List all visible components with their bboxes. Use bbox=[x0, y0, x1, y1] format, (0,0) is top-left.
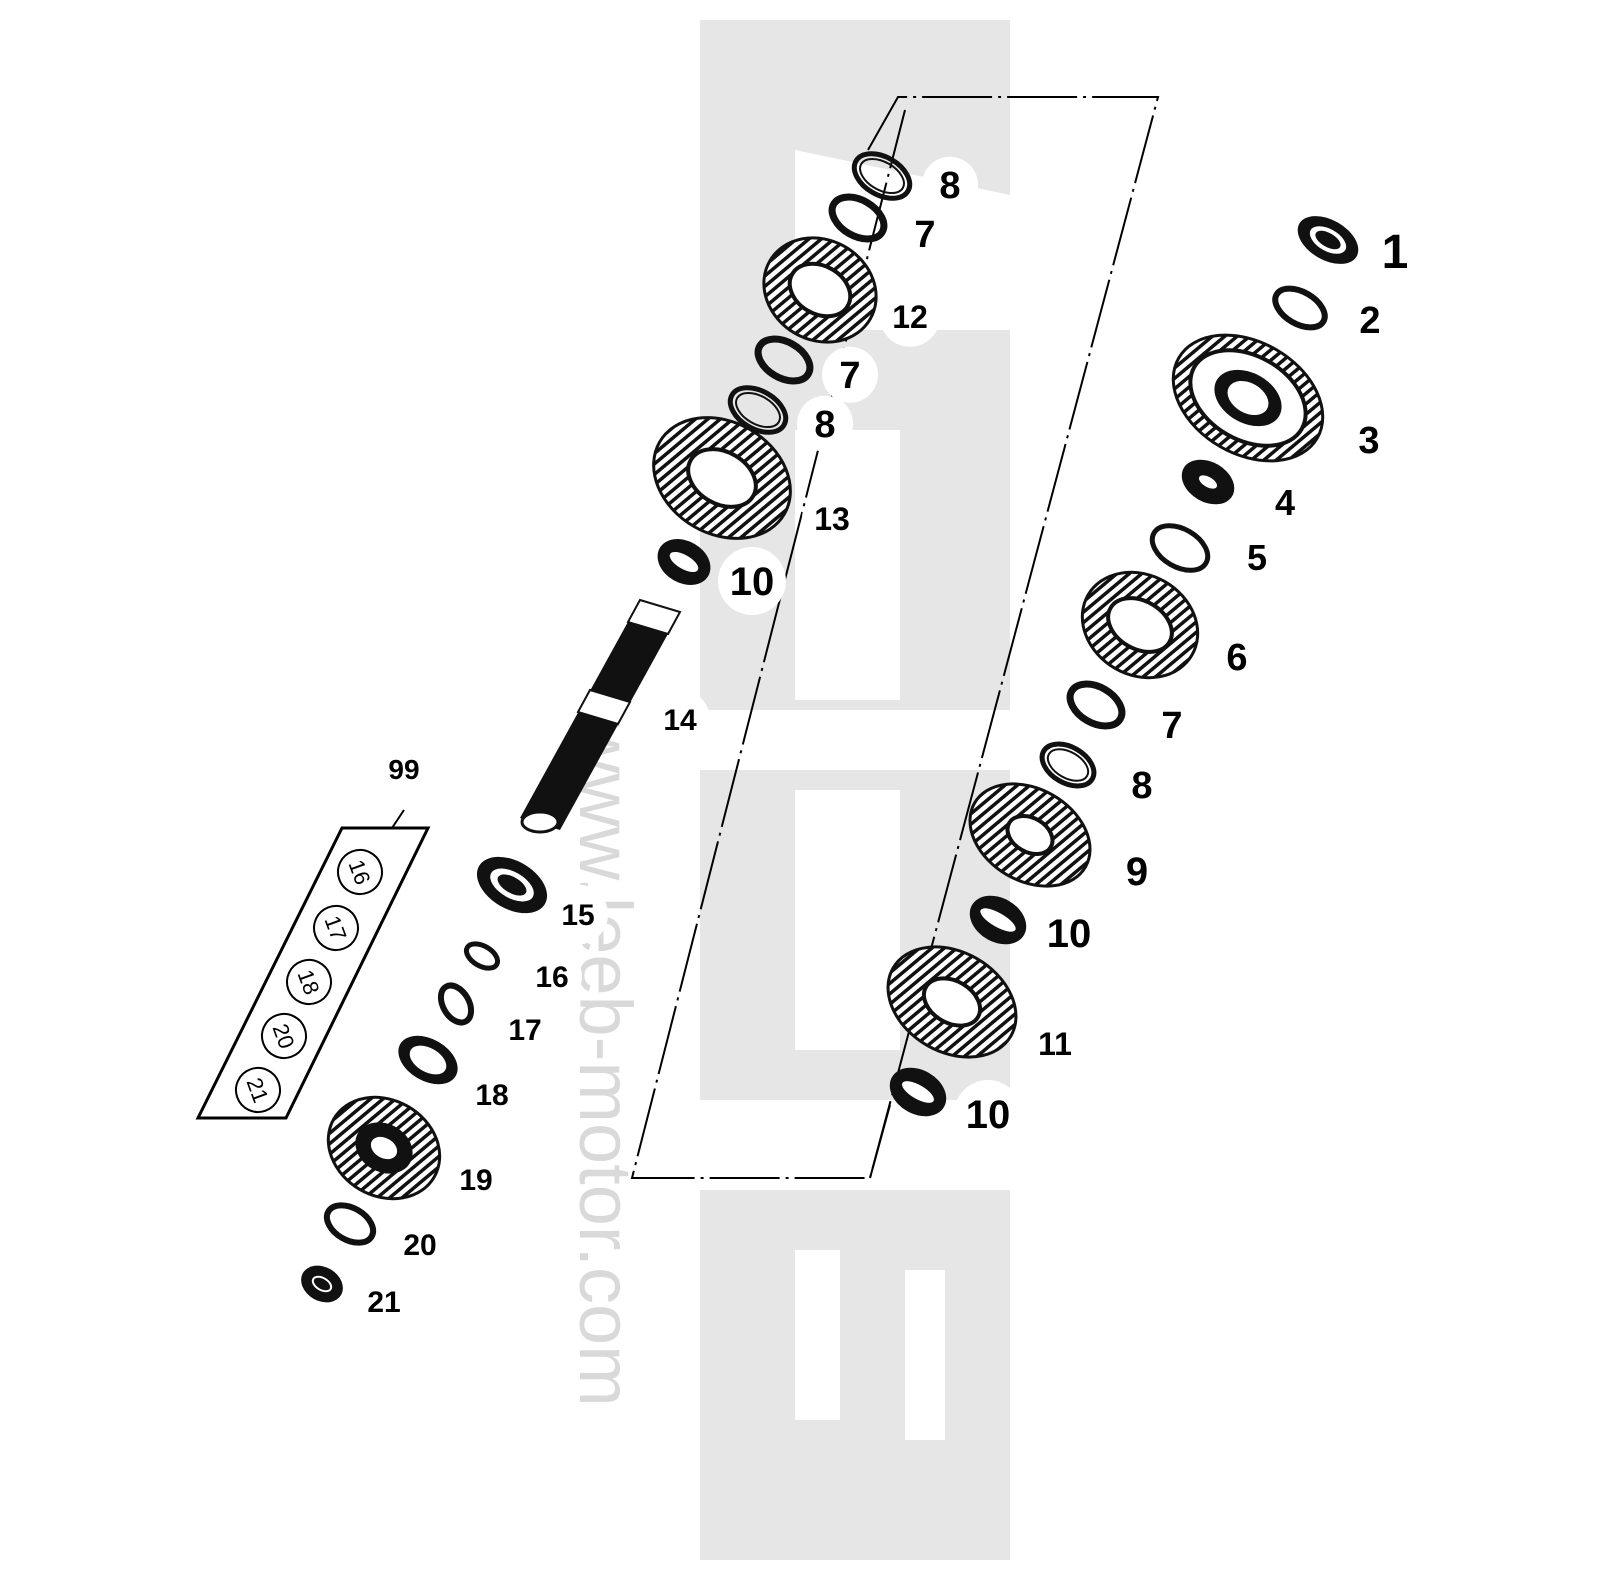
callout-number: 7 bbox=[1161, 705, 1182, 747]
kit-item-18: 18 bbox=[286, 959, 332, 1005]
callout-7: 7 bbox=[1144, 696, 1200, 753]
watermark-url: www.leeb-motor.com bbox=[564, 719, 647, 1407]
callout-13: 13 bbox=[802, 488, 862, 549]
callout-14: 14 bbox=[650, 689, 710, 750]
callout-number: 9 bbox=[1126, 850, 1148, 894]
callout-18: 18 bbox=[462, 1064, 522, 1125]
callout-8: 8 bbox=[797, 395, 853, 452]
callout-number: 10 bbox=[1047, 912, 1092, 956]
callout-10: 10 bbox=[1035, 899, 1103, 967]
part-8-ring-mid bbox=[727, 385, 789, 435]
part-10-bushing-top bbox=[657, 539, 711, 585]
callout-8: 8 bbox=[1114, 756, 1170, 813]
part-2-washer bbox=[1272, 285, 1328, 331]
callout-number: 2 bbox=[1359, 300, 1380, 342]
callout-17: 17 bbox=[495, 999, 555, 1060]
part-7-ring-top bbox=[828, 193, 888, 243]
callout-number: 7 bbox=[914, 214, 935, 256]
callout-1: 1 bbox=[1359, 215, 1431, 288]
callout-15: 15 bbox=[548, 884, 608, 945]
callout-5: 5 bbox=[1229, 529, 1285, 586]
callout-3: 3 bbox=[1337, 407, 1401, 472]
callout-number: 11 bbox=[1038, 1026, 1072, 1062]
part-8-ring-top bbox=[851, 151, 913, 201]
part-10-bushing-a bbox=[969, 895, 1027, 945]
part-3-gear bbox=[1171, 333, 1325, 463]
callout-2: 2 bbox=[1338, 287, 1402, 352]
part-5-washer bbox=[1149, 523, 1211, 573]
kit-item-17: 17 bbox=[313, 905, 359, 951]
callout-number: 18 bbox=[475, 1079, 508, 1112]
callout-number: 3 bbox=[1358, 420, 1379, 462]
part-8-ring-right bbox=[1039, 741, 1097, 789]
callout-number: 15 bbox=[561, 899, 594, 932]
part-21-nut bbox=[301, 1265, 343, 1303]
part-13-gear bbox=[652, 416, 792, 540]
callout-10: 10 bbox=[954, 1080, 1022, 1148]
part-7-ring-right bbox=[1066, 680, 1126, 730]
callout-number: 21 bbox=[367, 1286, 400, 1319]
part-18-seal bbox=[398, 1035, 458, 1085]
callout-number: 10 bbox=[730, 560, 775, 604]
callout-12: 12 bbox=[880, 286, 940, 347]
part-1-bearing bbox=[1297, 216, 1359, 264]
callout-20: 20 bbox=[390, 1214, 450, 1275]
callout-number: 8 bbox=[814, 404, 835, 446]
kit-item-21: 21 bbox=[235, 1067, 281, 1113]
callout-number: 5 bbox=[1247, 537, 1267, 578]
part-20-washer bbox=[323, 1202, 377, 1246]
callout-number: 17 bbox=[508, 1014, 541, 1047]
callout-7: 7 bbox=[897, 205, 953, 262]
callout-number: 1 bbox=[1382, 226, 1409, 279]
callout-21: 21 bbox=[354, 1271, 414, 1332]
callout-19: 19 bbox=[446, 1149, 506, 1210]
assembly-outline bbox=[630, 96, 1160, 1179]
part-19-sprocket bbox=[326, 1095, 442, 1201]
callout-number: 13 bbox=[814, 501, 850, 537]
callout-6: 6 bbox=[1207, 626, 1267, 687]
callout-number: 20 bbox=[403, 1229, 436, 1262]
part-10-bushing-b bbox=[889, 1067, 947, 1117]
callout-99: 99 bbox=[374, 739, 434, 800]
callout-7: 7 bbox=[822, 346, 878, 403]
part-4-bushing bbox=[1181, 459, 1235, 505]
part-11-gear bbox=[886, 945, 1018, 1059]
part-15-bearing bbox=[476, 856, 548, 914]
callout-4: 4 bbox=[1257, 474, 1313, 531]
part-6-gear bbox=[1080, 570, 1200, 680]
part-17-ring bbox=[437, 982, 475, 1026]
part-7-ring-mid bbox=[754, 335, 814, 385]
callout-number: 8 bbox=[939, 165, 960, 207]
callout-number: 10 bbox=[966, 1093, 1011, 1137]
callout-10: 10 bbox=[718, 547, 786, 615]
callout-number: 19 bbox=[459, 1164, 492, 1197]
callout-number: 7 bbox=[839, 355, 860, 397]
callout-number: 99 bbox=[388, 754, 419, 785]
kit-item-20: 20 bbox=[261, 1013, 307, 1059]
part-14-shaft bbox=[520, 598, 682, 834]
callout-9: 9 bbox=[1107, 841, 1167, 901]
callout-number: 4 bbox=[1275, 482, 1295, 523]
part-12-gear bbox=[762, 236, 878, 344]
watermark-logo bbox=[700, 20, 1010, 1560]
callout-number: 6 bbox=[1226, 637, 1247, 679]
kit-item-16: 16 bbox=[337, 849, 383, 895]
callout-16: 16 bbox=[522, 946, 582, 1007]
part-16-ring bbox=[463, 941, 501, 971]
callout-number: 14 bbox=[663, 704, 697, 737]
callout-number: 16 bbox=[535, 961, 568, 994]
callout-11: 11 bbox=[1021, 1009, 1089, 1078]
part-9-gear bbox=[968, 782, 1092, 888]
callout-8: 8 bbox=[922, 156, 978, 213]
callout-number: 12 bbox=[892, 299, 928, 335]
callout-number: 8 bbox=[1131, 765, 1152, 807]
